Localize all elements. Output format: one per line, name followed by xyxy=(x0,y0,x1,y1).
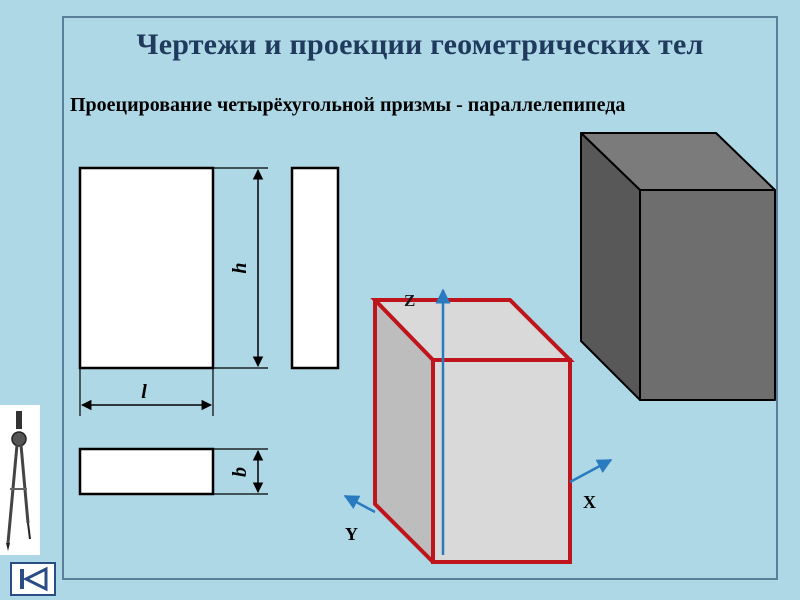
dimension-h: h xyxy=(213,167,268,369)
axonometric-prism: Z X Y xyxy=(343,288,613,564)
side-view xyxy=(290,166,340,370)
front-view xyxy=(78,166,215,370)
dimension-b: b xyxy=(213,448,268,495)
back-nav-button[interactable] xyxy=(10,562,56,596)
prism-left-face xyxy=(375,300,433,562)
x-axis-label: X xyxy=(583,492,596,512)
shaded-parallelepiped xyxy=(580,132,776,401)
dimension-b-label: b xyxy=(229,467,251,477)
prism-top-face xyxy=(375,300,570,360)
dimension-l-label: l xyxy=(141,381,147,403)
back-arrow-icon xyxy=(20,566,48,592)
x-axis xyxy=(569,458,613,484)
slide-title: Чертежи и проекции геометрических тел xyxy=(136,28,704,61)
dimension-h-label: h xyxy=(229,262,251,273)
z-axis-label: Z xyxy=(404,291,415,310)
slide-subtitle: Проецирование четырёхугольной призмы - п… xyxy=(70,94,626,116)
top-view xyxy=(78,447,215,496)
y-axis-label: Y xyxy=(345,524,358,544)
drafting-compass-icon xyxy=(0,405,40,555)
slide-frame xyxy=(62,16,778,580)
dimension-l: l xyxy=(79,368,214,416)
y-axis xyxy=(343,494,376,514)
solid-front-face xyxy=(639,189,776,401)
prism-front-face xyxy=(433,360,570,562)
